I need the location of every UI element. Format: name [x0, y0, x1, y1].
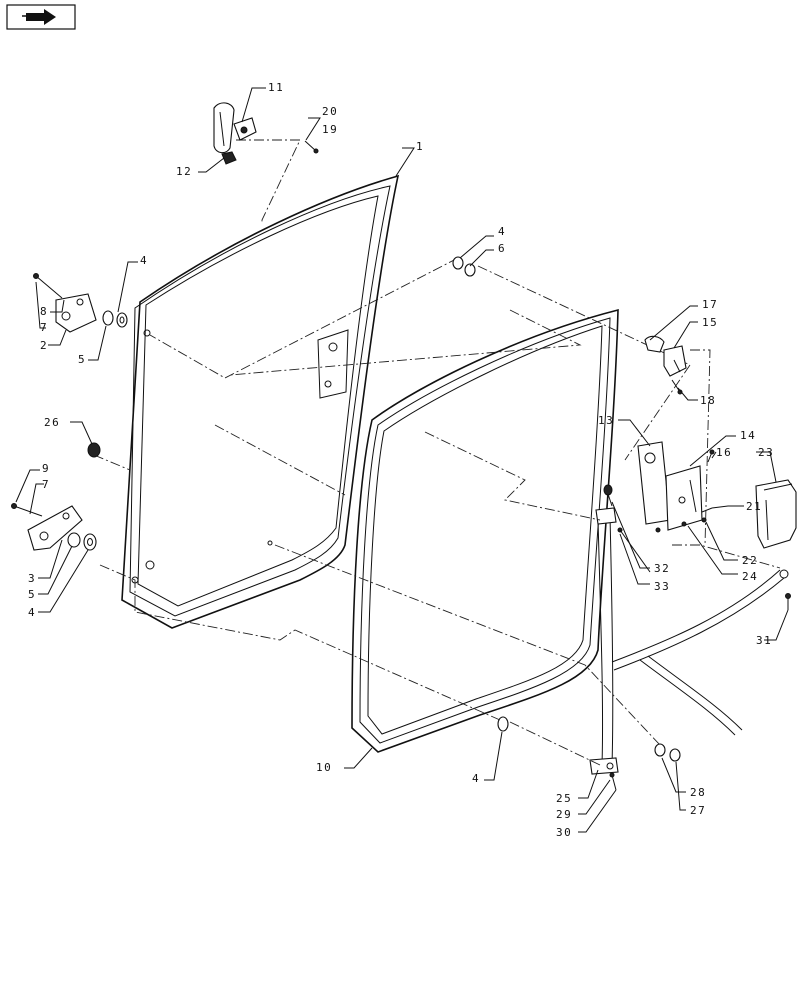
- label-19: 19: [322, 123, 338, 136]
- label-25: 25: [556, 792, 572, 805]
- washer-part-5-lower: [67, 532, 97, 551]
- label-13: 13: [598, 414, 614, 427]
- label-30: 30: [556, 826, 572, 839]
- screw-part-32-33: [603, 484, 651, 573]
- cover-part-23: [755, 479, 797, 549]
- screw-part-31: [785, 593, 791, 610]
- label-1: 1: [416, 140, 424, 153]
- latch-part-15: [663, 345, 687, 377]
- hinge-upper-part-2: [55, 293, 97, 333]
- label-21: 21: [746, 500, 762, 513]
- rod-assembly-part-25: [589, 507, 619, 775]
- label-26: 26: [44, 416, 60, 429]
- label-16: 16: [716, 446, 732, 459]
- latch-knob-part-17: [644, 335, 665, 353]
- washer-part-4-lower: [497, 716, 509, 732]
- label-15: 15: [702, 316, 718, 329]
- washer-part-4-6: [452, 256, 476, 277]
- label-10: 10: [316, 761, 332, 774]
- part-number-labels: 1 11 12 20 19 4 8 7 2 5 26 9 7 3 5 4 4 6…: [28, 81, 774, 839]
- label-12: 12: [176, 165, 192, 178]
- screw-part-16: [707, 449, 715, 463]
- bolt-part-8: [33, 273, 63, 299]
- label-29: 29: [556, 808, 572, 821]
- next-page-button[interactable]: [6, 4, 76, 30]
- plug-part-26: [87, 442, 101, 458]
- support-arm-part-31: [611, 569, 789, 736]
- label-28: 28: [690, 786, 706, 799]
- washer-part-5-upper: [102, 310, 128, 328]
- washer-part-27-28: [654, 743, 681, 762]
- label-33: 33: [654, 580, 670, 593]
- label-22: 22: [742, 554, 758, 567]
- lock-part-14: [665, 465, 703, 531]
- label-5-lower: 5: [28, 588, 36, 601]
- screw-part-21-22-24: [655, 507, 713, 533]
- screw-part-19-20: [304, 140, 319, 154]
- label-4-top: 4: [498, 225, 506, 238]
- next-page-arrow-icon: [22, 9, 56, 25]
- pin-part-29-30: [609, 772, 617, 791]
- screw-part-18: [671, 379, 683, 395]
- label-5-upper: 5: [78, 353, 86, 366]
- label-24: 24: [742, 570, 758, 583]
- door-frame-part-1: [121, 174, 400, 629]
- plate-part-13: [637, 441, 671, 525]
- label-7-lower: 7: [42, 478, 50, 491]
- label-9: 9: [42, 462, 50, 475]
- leader-lines: [15, 87, 789, 833]
- label-8: 8: [40, 305, 48, 318]
- handle-mount-part-11: [233, 117, 257, 141]
- label-7-upper: 7: [40, 321, 48, 334]
- door-glass-part-10: [351, 308, 619, 753]
- label-23: 23: [758, 446, 774, 459]
- handle-part-11: [213, 102, 235, 154]
- label-4-upper-left: 4: [140, 254, 148, 267]
- label-17: 17: [702, 298, 718, 311]
- label-20: 20: [322, 105, 338, 118]
- label-11: 11: [268, 81, 284, 94]
- label-6: 6: [498, 242, 506, 255]
- assembly-centerlines: [93, 139, 781, 766]
- bolt-part-9: [11, 503, 43, 517]
- label-32: 32: [654, 562, 670, 575]
- label-2: 2: [40, 339, 48, 352]
- label-4-lower-left: 4: [28, 606, 36, 619]
- label-27: 27: [690, 804, 706, 817]
- nut-part-12: [221, 151, 237, 165]
- label-31: 31: [756, 634, 772, 647]
- label-4-bottom: 4: [472, 772, 480, 785]
- hinge-lower-part-3: [27, 505, 83, 551]
- label-18: 18: [700, 394, 716, 407]
- label-14: 14: [740, 429, 756, 442]
- label-3: 3: [28, 572, 36, 585]
